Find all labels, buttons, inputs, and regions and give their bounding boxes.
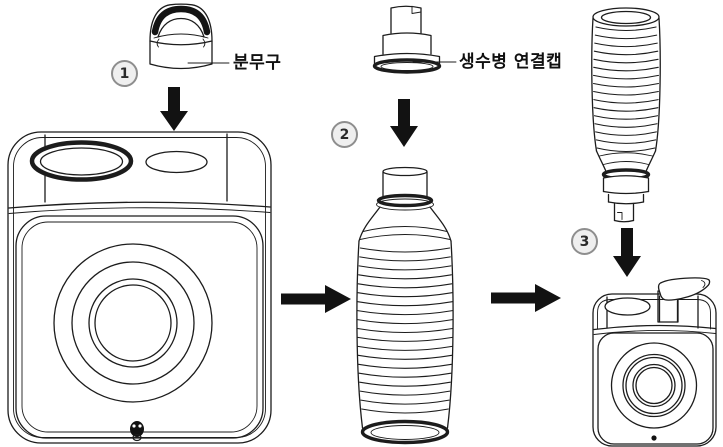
bottle-cap-label: 생수병 연결캡 — [459, 52, 563, 72]
step-1-badge: 1 — [111, 60, 138, 87]
step-2-badge: 2 — [331, 121, 358, 148]
step3-down-arrow-icon — [613, 228, 641, 277]
right-arrow-1-icon — [281, 285, 351, 313]
right-arrow-2-icon — [491, 284, 561, 312]
spray-nozzle-illustration — [149, 3, 213, 70]
step-3-badge: 3 — [571, 228, 598, 255]
bottle-ribs — [356, 247, 454, 414]
water-bottle-illustration — [356, 166, 454, 445]
step2-down-arrow-icon — [390, 99, 418, 147]
step1-down-arrow-icon — [160, 87, 188, 131]
main-device-illustration — [7, 131, 272, 444]
spray-nozzle-label: 분무구 — [233, 53, 282, 73]
assembled-device-illustration — [592, 277, 717, 447]
bottle-cap-illustration — [372, 5, 442, 74]
inverted-bottle-illustration — [591, 7, 661, 223]
bottle-ribs — [592, 26, 660, 153]
